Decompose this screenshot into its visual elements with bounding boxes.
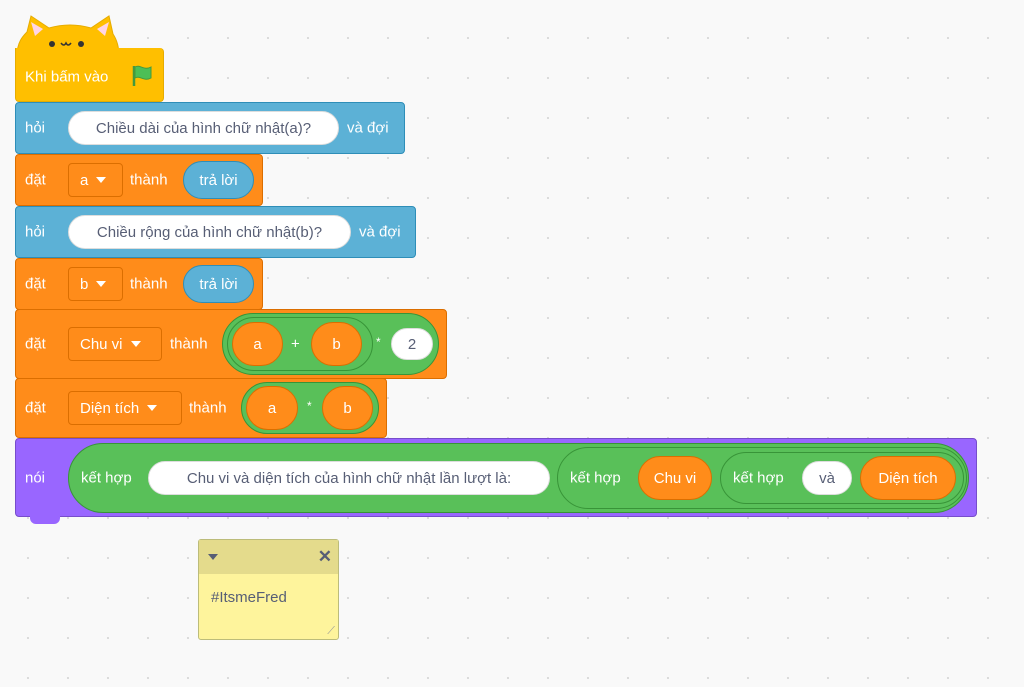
close-icon[interactable]: ✕ <box>317 547 332 566</box>
block-notch <box>30 516 60 524</box>
join-label: kết hợp <box>81 469 132 487</box>
variable-name: Diện tích <box>80 399 140 417</box>
separator-input[interactable]: và <box>802 461 852 495</box>
wait-label: và đợi <box>359 223 401 241</box>
variable-name: b <box>80 275 89 293</box>
variable-name: a <box>80 171 89 189</box>
variable-reporter-b[interactable]: b <box>311 322 362 366</box>
to-label: thành <box>130 171 168 189</box>
plus-sign: + <box>291 335 300 353</box>
comment-note[interactable]: ✕ #ItsmeFred ⟋ <box>198 539 339 640</box>
chevron-down-icon <box>147 405 158 411</box>
variable-name: Chu vi <box>80 335 123 353</box>
variable-reporter-a[interactable]: a <box>246 386 298 430</box>
answer-reporter[interactable]: trả lời <box>183 161 254 199</box>
variable-dropdown[interactable]: b <box>68 267 123 301</box>
question-input[interactable]: Chiều dài của hình chữ nhật(a)? <box>68 111 339 145</box>
set-label: đặt <box>25 275 46 293</box>
variable-dropdown[interactable]: Diện tích <box>68 391 182 425</box>
cat-ears-icon <box>16 15 120 57</box>
number-input[interactable]: 2 <box>391 328 433 360</box>
wait-label: và đợi <box>347 119 389 137</box>
to-label: thành <box>130 275 168 293</box>
question-input[interactable]: Chiều rộng của hình chữ nhật(b)? <box>68 215 351 249</box>
variable-reporter-a[interactable]: a <box>232 322 283 366</box>
comment-text[interactable]: #ItsmeFred <box>211 589 287 606</box>
chevron-down-icon <box>96 281 107 287</box>
join-label: kết hợp <box>733 469 784 487</box>
variable-reporter-b[interactable]: b <box>322 386 373 430</box>
to-label: thành <box>189 399 227 417</box>
chevron-down-icon <box>130 341 141 347</box>
join-text-input[interactable]: Chu vi và diện tích của hình chữ nhật lầ… <box>148 461 550 495</box>
say-label: nói <box>25 469 46 487</box>
join-label: kết hợp <box>570 469 621 487</box>
comment-header[interactable]: ✕ <box>199 540 338 574</box>
variable-dropdown[interactable]: a <box>68 163 123 197</box>
green-flag-icon[interactable] <box>130 64 154 88</box>
set-label: đặt <box>25 399 46 417</box>
resize-handle-icon[interactable]: ⟋ <box>327 625 335 637</box>
hat-label: Khi bấm vào <box>25 68 109 86</box>
collapse-caret-icon[interactable] <box>208 554 218 560</box>
times-sign: * <box>376 335 381 349</box>
set-label: đặt <box>25 335 46 353</box>
times-sign: * <box>307 399 312 413</box>
chevron-down-icon <box>96 177 107 183</box>
set-label: đặt <box>25 171 46 189</box>
answer-reporter[interactable]: trả lời <box>183 265 254 303</box>
ask-label: hỏi <box>25 223 46 241</box>
to-label: thành <box>170 335 208 353</box>
variable-reporter-area[interactable]: Diện tích <box>860 456 956 500</box>
variable-reporter-perimeter[interactable]: Chu vi <box>638 456 712 500</box>
variable-dropdown[interactable]: Chu vi <box>68 327 162 361</box>
ask-label: hỏi <box>25 119 46 137</box>
